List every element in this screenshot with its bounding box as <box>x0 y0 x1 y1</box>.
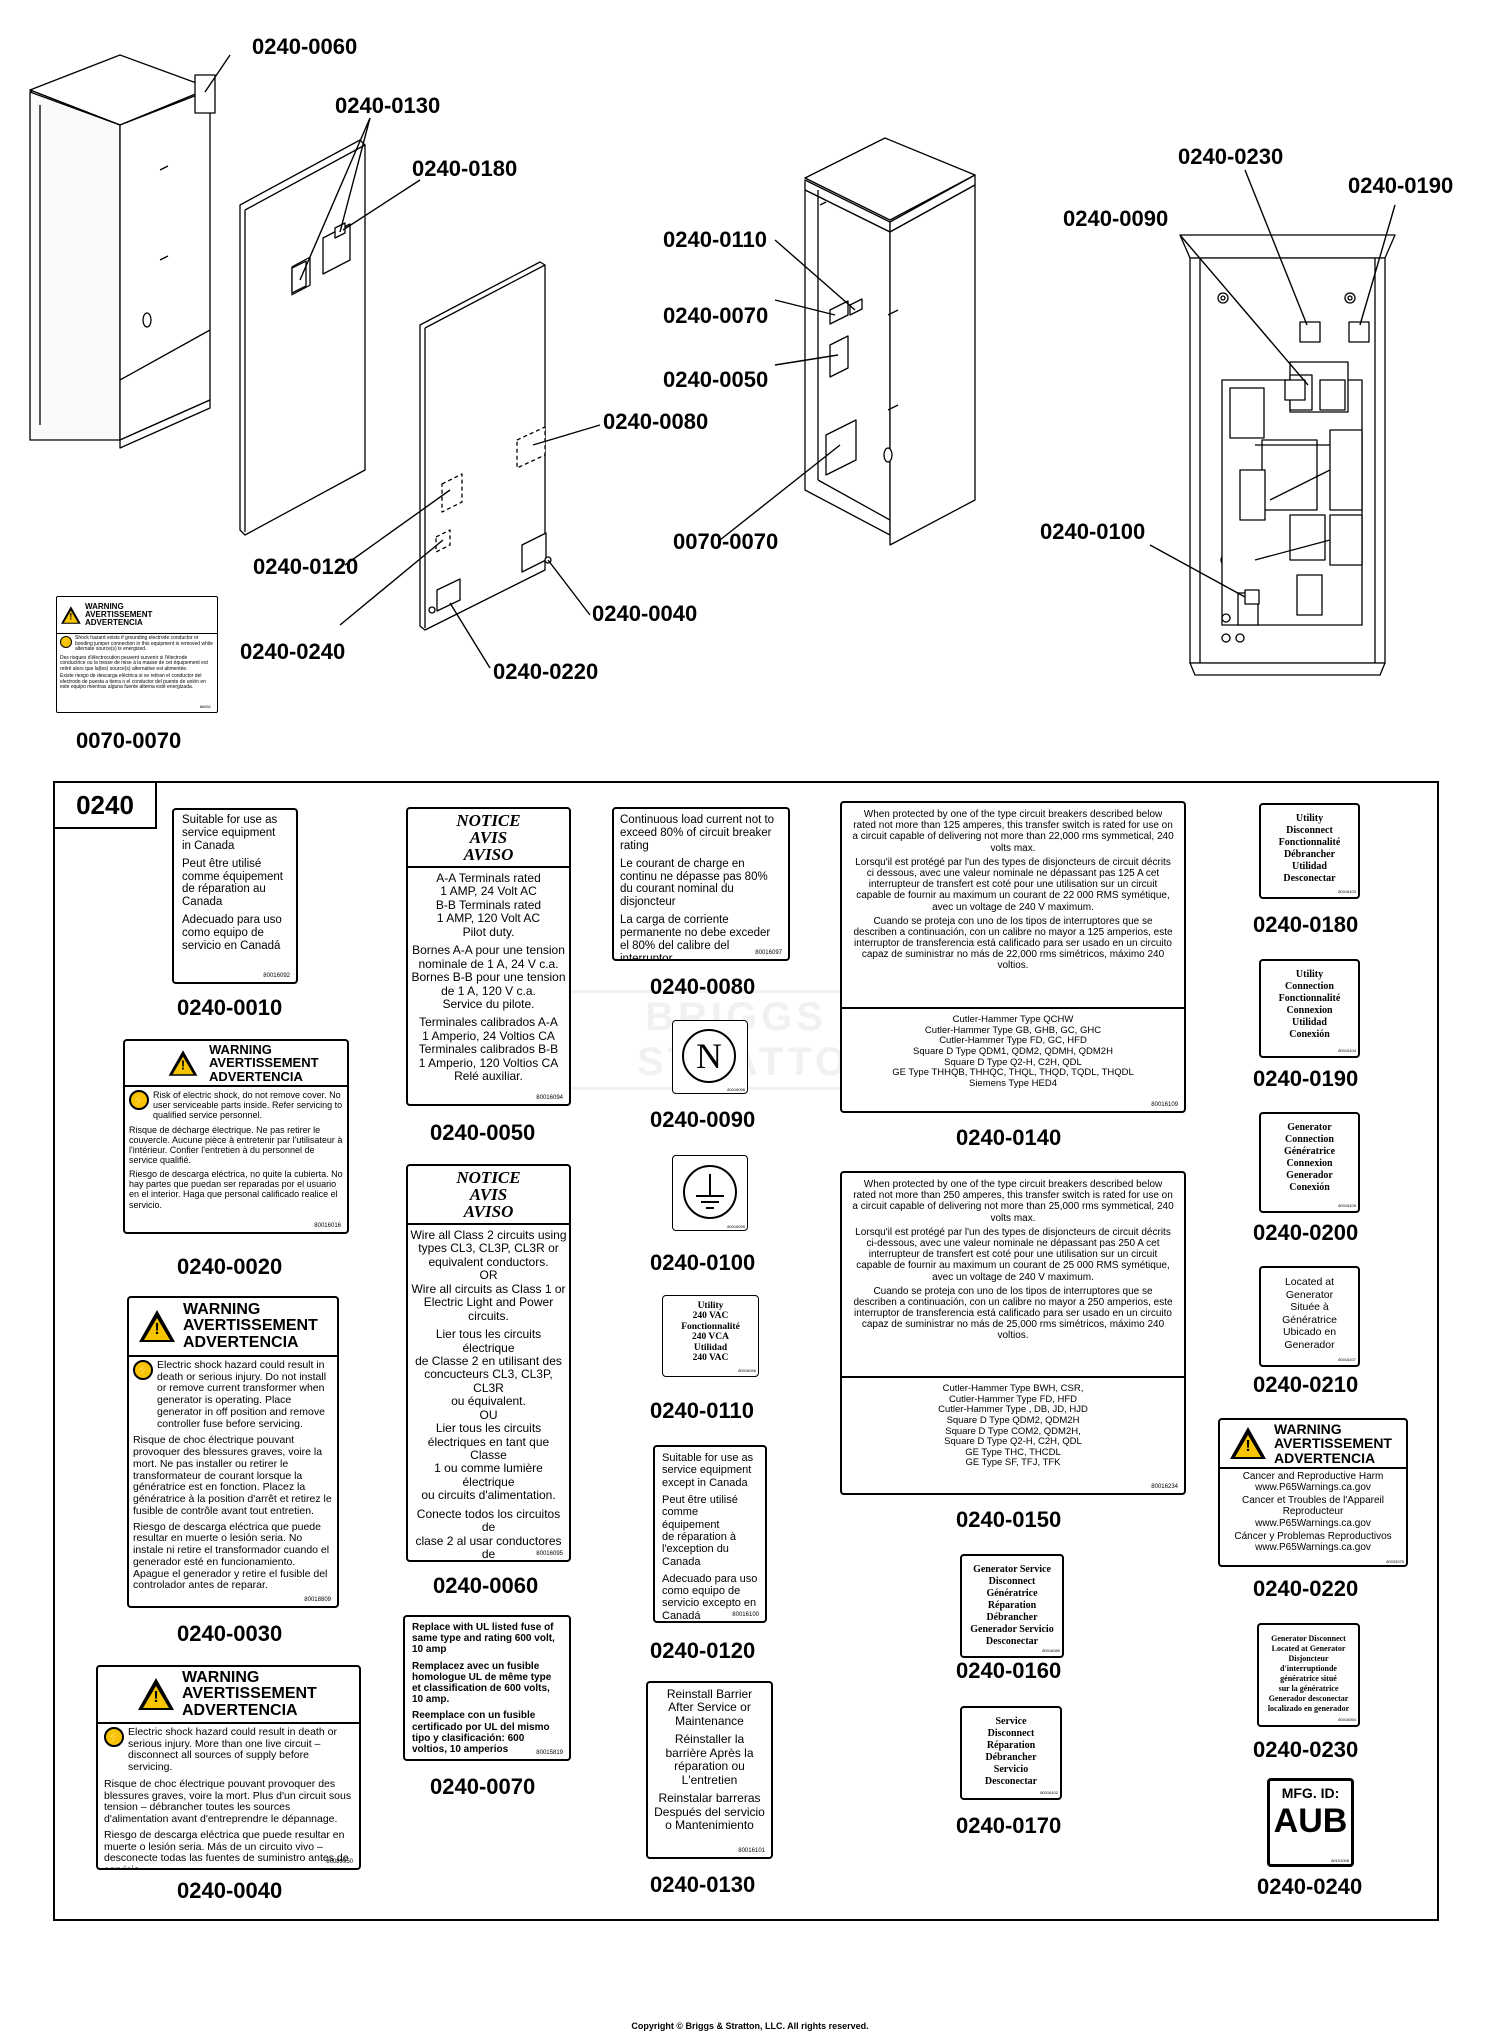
callout-0240-0100: 0240-0100 <box>1040 519 1146 544</box>
pn-0240-0220: 0240-0220 <box>1253 1576 1359 1601</box>
callout-0070-0070: 0070-0070 <box>76 728 182 753</box>
section-title-box: 0240 <box>53 781 157 829</box>
callout-0240-0080: 0240-0080 <box>603 409 709 434</box>
label-0240-0050: NOTICE AVIS AVISO A-A Terminals rated 1 … <box>406 807 571 1106</box>
label-0240-0160: Generator Service Disconnect Génératrice… <box>960 1554 1064 1658</box>
label-0240-0070: Replace with UL listed fuse of same type… <box>403 1615 571 1761</box>
pn-0240-0060: 0240-0060 <box>433 1573 539 1598</box>
label-0240-0110: Utility 240 VAC Fonctionnalité 240 VCA U… <box>662 1295 759 1377</box>
pn-0240-0040: 0240-0040 <box>177 1878 283 1903</box>
pn-0240-0150: 0240-0150 <box>956 1507 1062 1532</box>
label-0240-0190: Utility Connection Fonctionnalité Connex… <box>1259 959 1360 1058</box>
label-0240-0150: When protected by one of the type circui… <box>840 1171 1186 1495</box>
callout-0240-0090: 0240-0090 <box>1063 206 1169 231</box>
label-0240-0120: Suitable for use as service equipment ex… <box>653 1445 767 1623</box>
pn-0240-0090: 0240-0090 <box>650 1107 756 1132</box>
label-0240-0220: !WARNING AVERTISSEMENT ADVERTENCIA Cance… <box>1218 1418 1408 1567</box>
pn-0240-0120: 0240-0120 <box>650 1638 756 1663</box>
pn-0240-0210: 0240-0210 <box>1253 1372 1359 1397</box>
pn-0240-0070: 0240-0070 <box>430 1774 536 1799</box>
label-0240-0040: !WARNING AVERTISSEMENT ADVERTENCIA ⚡ Ele… <box>96 1665 361 1870</box>
label-0240-0140: When protected by one of the type circui… <box>840 801 1186 1113</box>
pn-0240-0010: 0240-0010 <box>177 995 283 1020</box>
label-0240-0080: Continuous load current not to exceed 80… <box>612 807 790 961</box>
labels-section-frame <box>53 781 1439 1921</box>
callout-0240-0220: 0240-0220 <box>493 659 599 684</box>
pn-0240-0130: 0240-0130 <box>650 1872 756 1897</box>
label-0240-0060: NOTICE AVIS AVISO Wire all Class 2 circu… <box>406 1164 571 1562</box>
warning-triangle-icon: ! <box>168 1050 198 1076</box>
label-0240-0210: Located at Generator Située à Génératric… <box>1259 1266 1360 1367</box>
callout-0240-0180: 0240-0180 <box>412 156 518 181</box>
label-0240-0170: Service Disconnect Réparation Débrancher… <box>960 1706 1062 1800</box>
label-0240-0200: Generator Connection Génératrice Connexi… <box>1259 1112 1360 1213</box>
pn-0240-0200: 0240-0200 <box>1253 1220 1359 1245</box>
callout-0240-0040: 0240-0040 <box>592 601 698 626</box>
pn-0240-0140: 0240-0140 <box>956 1125 1062 1150</box>
callout-0240-0070: 0240-0070 <box>663 303 769 328</box>
pn-0240-0160: 0240-0160 <box>956 1658 1062 1683</box>
callout-0240-0060: 0240-0060 <box>252 34 358 59</box>
pn-0240-0100: 0240-0100 <box>650 1250 756 1275</box>
label-0070-0070: ! WARNING AVERTISSEMENT ADVERTENCIA ⚡ Sh… <box>56 596 218 713</box>
label-0240-0130: Reinstall Barrier After Service or Maint… <box>646 1681 773 1859</box>
pn-0240-0020: 0240-0020 <box>177 1254 283 1279</box>
pn-0240-0190: 0240-0190 <box>1253 1066 1359 1091</box>
label-0240-0020: !WARNING AVERTISSEMENT ADVERTENCIA ⚡ Ris… <box>123 1039 349 1234</box>
label-0240-0230: Generator Disconnect Located at Generato… <box>1257 1623 1360 1727</box>
pn-0240-0170: 0240-0170 <box>956 1813 1062 1838</box>
label-text-es: Existe riesgo de descarga eléctrica si s… <box>60 673 206 690</box>
callout-0240-0050: 0240-0050 <box>663 367 769 392</box>
warning-triangle-icon: ! <box>139 1310 175 1343</box>
pn-0240-0080: 0240-0080 <box>650 974 756 999</box>
callout-0240-0190: 0240-0190 <box>1348 173 1454 198</box>
label-0240-0030: !WARNING AVERTISSEMENT ADVERTENCIA ⚡ Ele… <box>127 1296 339 1608</box>
warning-triangle-icon: ! <box>138 1678 174 1711</box>
callout-0240-0120: 0240-0120 <box>253 554 359 579</box>
shock-hazard-icon: ⚡ <box>104 1726 124 1747</box>
callout-0240-0230: 0240-0230 <box>1178 144 1284 169</box>
pn-0240-0110: 0240-0110 <box>650 1398 754 1423</box>
exploded-view-diagram <box>29 54 1396 676</box>
label-text-fr: Des risques d'électrocution peuvent surv… <box>60 654 208 672</box>
label-0240-0240: MFG. ID: AUB 80101008 <box>1267 1778 1354 1867</box>
pn-0240-0030: 0240-0030 <box>177 1621 283 1646</box>
warning-triangle-icon: ! <box>61 606 81 624</box>
label-0240-0180: Utility Disconnect Fonctionnalité Débran… <box>1259 803 1360 899</box>
neutral-symbol-icon: N <box>682 1029 736 1083</box>
shock-hazard-icon: ⚡ <box>133 1359 153 1380</box>
pn-0240-0050: 0240-0050 <box>430 1120 536 1145</box>
ground-symbol-icon <box>683 1165 737 1219</box>
shock-hazard-icon: ⚡ <box>129 1089 149 1110</box>
label-code: 86831 <box>199 704 211 709</box>
pn-0240-0180: 0240-0180 <box>1253 912 1359 937</box>
label-0240-0010: Suitable for use as service equipment in… <box>172 808 298 984</box>
warning-header: WARNING AVERTISSEMENT ADVERTENCIA <box>85 602 153 627</box>
copyright-footer: Copyright © Briggs & Stratton, LLC. All … <box>631 2021 869 2031</box>
callout-0240-0240: 0240-0240 <box>240 639 346 664</box>
callout-0070-0070-b: 0070-0070 <box>673 529 779 554</box>
label-0240-0090: N 80016098 <box>672 1020 748 1094</box>
pn-0240-0230: 0240-0230 <box>1253 1737 1359 1762</box>
pn-0240-0240: 0240-0240 <box>1257 1874 1363 1899</box>
shock-hazard-icon: ⚡ <box>60 636 72 648</box>
callout-0240-0130: 0240-0130 <box>335 93 441 118</box>
callout-0240-0110: 0240-0110 <box>663 227 767 252</box>
warning-triangle-icon: ! <box>1230 1427 1266 1460</box>
label-0240-0100: 80016099 <box>672 1155 748 1231</box>
label-text-en: Shock hazard exists if grounding electro… <box>75 635 213 652</box>
